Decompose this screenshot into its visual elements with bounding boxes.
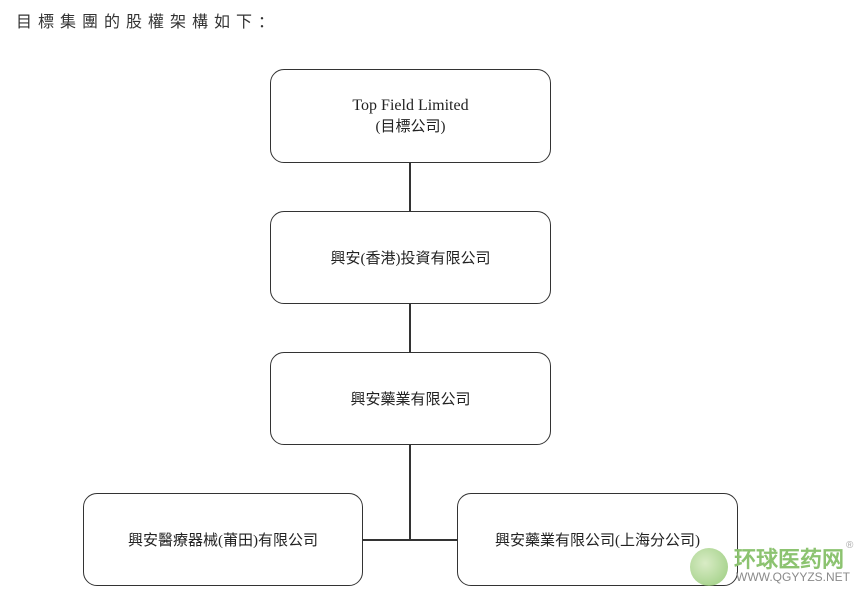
connector-horizontal <box>362 539 457 541</box>
page-heading: 目標集團的股權架構如下： <box>16 14 281 31</box>
entity-xingan-hk: 興安(香港)投資有限公司 <box>270 211 551 304</box>
entity-name: 興安藥業有限公司 <box>350 392 471 408</box>
registered-mark: ® <box>846 540 854 551</box>
entity-xingan-medical: 興安醫療器械(莆田)有限公司 <box>83 493 363 586</box>
entity-name: Top Field Limited <box>352 96 469 114</box>
entity-top-field: Top Field Limited (目標公司) <box>270 69 551 163</box>
entity-subtitle: (目標公司) <box>375 118 446 135</box>
entity-name: 興安醫療器械(莆田)有限公司 <box>128 533 318 549</box>
entity-xingan-pharma: 興安藥業有限公司 <box>270 352 551 445</box>
globe-icon <box>690 548 728 586</box>
connector-top-hk <box>409 162 411 211</box>
connector-pharma-branch <box>409 444 411 540</box>
connector-hk-pharma <box>409 303 411 352</box>
watermark-url: WWW.QGYYZS.NET <box>736 570 850 584</box>
watermark: 环球医药网 WWW.QGYYZS.NET ® <box>690 540 860 590</box>
entity-name: 興安藥業有限公司(上海分公司) <box>495 533 700 549</box>
entity-name: 興安(香港)投資有限公司 <box>330 251 491 267</box>
watermark-cn: 环球医药网 <box>734 548 845 573</box>
entity-xingan-shanghai: 興安藥業有限公司(上海分公司) <box>457 493 738 586</box>
